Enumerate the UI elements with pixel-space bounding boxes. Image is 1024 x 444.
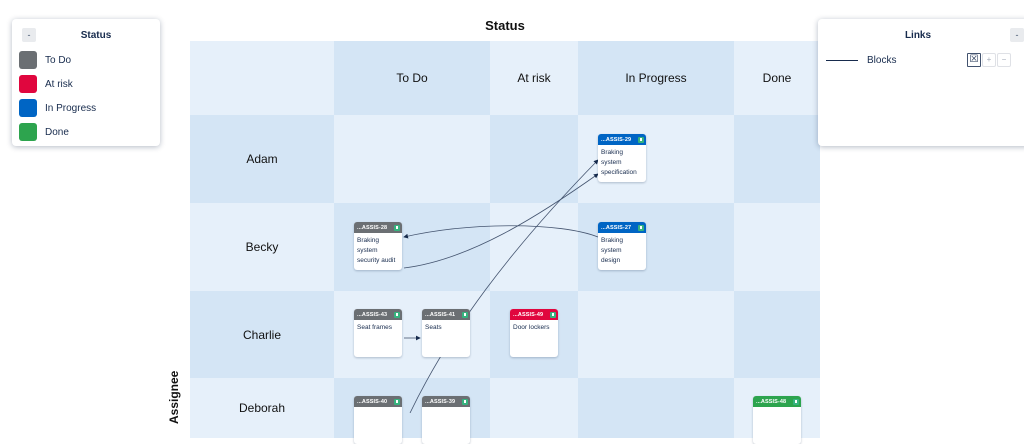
link-line-sample <box>826 59 858 61</box>
y-axis-title: Assignee <box>167 370 181 424</box>
link-type-label: Blocks <box>867 54 897 66</box>
issue-key: ...ASSIS-43 <box>357 311 388 318</box>
story-icon <box>793 398 799 405</box>
matrix-cell <box>734 115 820 203</box>
column-header-at-risk: At risk <box>490 41 578 115</box>
card-header: ...ASSIS-27 <box>598 222 646 233</box>
issue-summary: Seats <box>425 324 442 331</box>
link-visibility-checkbox[interactable]: ☒ <box>967 53 981 67</box>
card-header: ...ASSIS-40 <box>354 396 402 407</box>
story-icon <box>462 311 468 318</box>
card-header: ...ASSIS-43 <box>354 309 402 320</box>
issue-key: ...ASSIS-28 <box>357 224 388 231</box>
issue-card-assis-43[interactable]: ...ASSIS-43 Seat frames <box>354 309 402 357</box>
legend-item-at-risk: At risk <box>19 72 96 96</box>
link-type-row-blocks: Blocks ☒ + − <box>826 53 1022 67</box>
issue-key: ...ASSIS-48 <box>756 398 787 405</box>
row-header-becky: Becky <box>190 203 334 291</box>
story-icon <box>638 224 644 231</box>
matrix-cell <box>334 115 490 203</box>
issue-card-assis-48[interactable]: ...ASSIS-48 <box>753 396 801 444</box>
story-icon <box>394 398 400 405</box>
links-panel-collapse-button[interactable]: - <box>1010 28 1024 42</box>
legend-swatch <box>19 51 37 69</box>
matrix-cell <box>490 203 578 291</box>
column-header-in-progress: In Progress <box>578 41 734 115</box>
story-icon <box>638 136 644 143</box>
card-header: ...ASSIS-29 <box>598 134 646 145</box>
matrix-cell <box>490 378 578 438</box>
row-header-adam: Adam <box>190 115 334 203</box>
card-header: ...ASSIS-49 <box>510 309 558 320</box>
row-header-deborah: Deborah <box>190 378 334 438</box>
issue-summary: Seat frames <box>357 324 393 331</box>
issue-key: ...ASSIS-27 <box>601 224 632 231</box>
issue-key: ...ASSIS-29 <box>601 136 632 143</box>
column-header-done: Done <box>734 41 820 115</box>
issue-card-assis-39[interactable]: ...ASSIS-39 <box>422 396 470 444</box>
issue-key: ...ASSIS-40 <box>357 398 388 405</box>
row-header-charlie: Charlie <box>190 291 334 378</box>
card-header: ...ASSIS-39 <box>422 396 470 407</box>
status-legend-collapse-button[interactable]: - <box>22 28 36 42</box>
link-add-button[interactable]: + <box>982 53 996 67</box>
story-icon <box>462 398 468 405</box>
column-header-to-do: To Do <box>334 41 490 115</box>
matrix-cell <box>578 378 734 438</box>
status-legend-list: To Do At risk In Progress Done <box>19 48 96 144</box>
card-header: ...ASSIS-48 <box>753 396 801 407</box>
card-header: ...ASSIS-28 <box>354 222 402 233</box>
matrix-cell <box>578 291 734 378</box>
status-legend-title: Status <box>80 30 112 41</box>
card-header: ...ASSIS-41 <box>422 309 470 320</box>
corner-cell <box>190 41 334 115</box>
legend-swatch <box>19 75 37 93</box>
matrix-cell <box>734 291 820 378</box>
issue-card-assis-40[interactable]: ...ASSIS-40 <box>354 396 402 444</box>
links-panel-title: Links <box>904 30 932 41</box>
legend-item-done: Done <box>19 120 96 144</box>
matrix-cell <box>734 203 820 291</box>
x-axis-title: Status <box>485 18 525 33</box>
matrix-grid: To Do At risk In Progress Done Adam Beck… <box>190 41 820 438</box>
issue-key: ...ASSIS-39 <box>425 398 456 405</box>
story-icon <box>394 224 400 231</box>
legend-swatch <box>19 123 37 141</box>
story-icon <box>394 311 400 318</box>
issue-key: ...ASSIS-49 <box>513 311 544 318</box>
legend-item-to-do: To Do <box>19 48 96 72</box>
issue-summary: Door lockers <box>513 324 550 331</box>
status-legend-panel: - Status To Do At risk In Progress Done <box>12 19 160 146</box>
matrix-cell <box>490 115 578 203</box>
links-panel: Links - Blocks ☒ + − <box>818 19 1024 146</box>
legend-item-in-progress: In Progress <box>19 96 96 120</box>
story-icon <box>550 311 556 318</box>
issue-card-assis-49[interactable]: ...ASSIS-49 Door lockers <box>510 309 558 357</box>
link-remove-button[interactable]: − <box>997 53 1011 67</box>
legend-swatch <box>19 99 37 117</box>
issue-card-assis-41[interactable]: ...ASSIS-41 Seats <box>422 309 470 357</box>
issue-key: ...ASSIS-41 <box>425 311 456 318</box>
